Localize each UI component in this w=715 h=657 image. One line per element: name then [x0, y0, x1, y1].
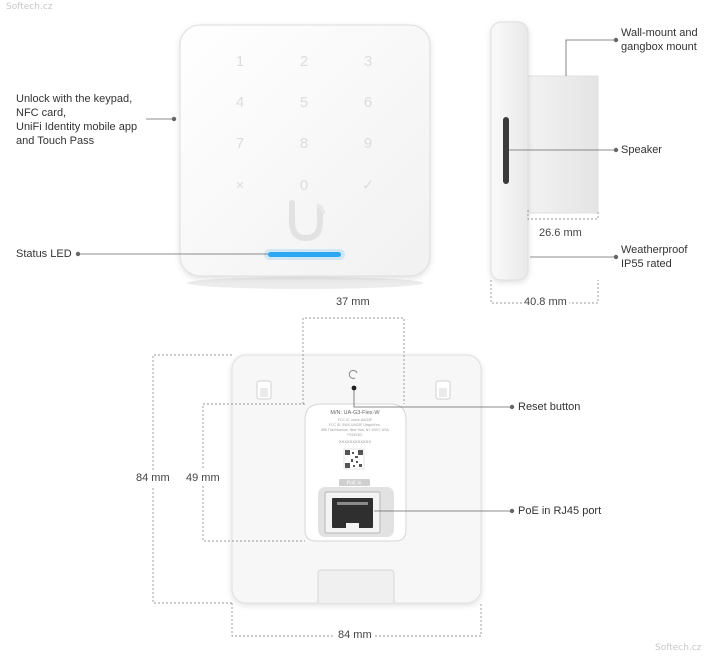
dim-height-inner: 49 mm	[185, 470, 221, 486]
poe-tag-text: PoE in	[347, 481, 362, 487]
dim-depth-body: 26.6 mm	[539, 227, 582, 239]
side-body	[490, 21, 529, 281]
watermark-top: Softech.cz	[6, 2, 53, 12]
front-shadow	[187, 277, 423, 289]
callout-speaker: Speaker	[621, 144, 662, 156]
side-view	[490, 21, 599, 281]
back-label-line4: FS24VDC	[347, 433, 363, 437]
leader-reset	[353, 390, 512, 408]
back-label-serial: XXXXXXXXXXXX	[339, 439, 371, 444]
qr-code-icon	[343, 448, 365, 470]
mount-slot-left-inner	[260, 388, 268, 397]
back-label-line3: 685 Third Avenue, New York, NY 10017 USA	[321, 428, 389, 432]
dim-height-outer: 84 mm	[135, 470, 171, 486]
key-cancel: ×	[236, 177, 245, 194]
dim-line-depth-body	[527, 210, 599, 220]
front-view: 1 2 3 4 5 6 7 8 9 × 0 ✓	[179, 24, 431, 289]
key-2: 2	[300, 53, 308, 70]
back-label-line1: FCC IC: xxxxx-UAG3F	[338, 418, 372, 422]
dim-line-height-inner	[202, 403, 305, 542]
rj45-port	[332, 498, 373, 528]
rj45-contacts	[337, 502, 368, 505]
speaker-slot	[503, 117, 509, 184]
key-7: 7	[236, 135, 244, 152]
poe-tag	[339, 479, 370, 486]
back-label-line2: FCC ID: SWX-UAG3F Ubiquiti Inc.	[329, 423, 381, 427]
key-5: 5	[300, 94, 308, 111]
key-6: 6	[364, 94, 372, 111]
watermark-bottom: Softech.cz	[655, 643, 702, 653]
dim-mount-width: 37 mm	[336, 296, 370, 308]
reset-pinhole	[351, 385, 357, 391]
key-8: 8	[300, 135, 308, 152]
dim-line-mount-width	[302, 317, 405, 404]
front-panel	[179, 24, 431, 277]
callout-status-led: Status LED	[16, 248, 72, 260]
callout-reset: Reset button	[518, 401, 581, 413]
key-0: 0	[300, 177, 308, 194]
leader-wall-mount	[565, 39, 618, 76]
nfc-logo-icon	[289, 200, 326, 242]
status-led-bar	[268, 252, 341, 257]
rj45-port-tab	[346, 523, 359, 528]
leader-lines	[75, 37, 619, 514]
back-label-model: M/N: UA-G3-Flex-W	[330, 410, 380, 416]
dim-width-outer: 84 mm	[335, 629, 375, 641]
key-3: 3	[364, 53, 372, 70]
callout-weatherproof: Weatherproof IP55 rated	[621, 244, 688, 270]
keypad: 1 2 3 4 5 6 7 8 9 × 0 ✓	[236, 53, 375, 194]
reset-icon	[348, 369, 358, 379]
bottom-cable-notch	[317, 569, 395, 603]
side-mount-block	[526, 76, 598, 213]
back-view: M/N: UA-G3-Flex-W FCC IC: xxxxx-UAG3F FC…	[231, 354, 482, 604]
dim-depth-total: 40.8 mm	[522, 296, 569, 308]
callout-wall-mount: Wall-mount and gangbox mount	[621, 27, 698, 53]
callout-unlock: Unlock with the keypad, NFC card, UniFi …	[16, 93, 138, 147]
callout-poe: PoE in RJ45 port	[518, 505, 602, 517]
key-confirm: ✓	[362, 177, 375, 194]
key-1: 1	[236, 53, 244, 70]
mount-slot-right-inner	[439, 388, 447, 397]
key-9: 9	[364, 135, 372, 152]
key-4: 4	[236, 94, 244, 111]
status-led-glow	[264, 249, 345, 260]
